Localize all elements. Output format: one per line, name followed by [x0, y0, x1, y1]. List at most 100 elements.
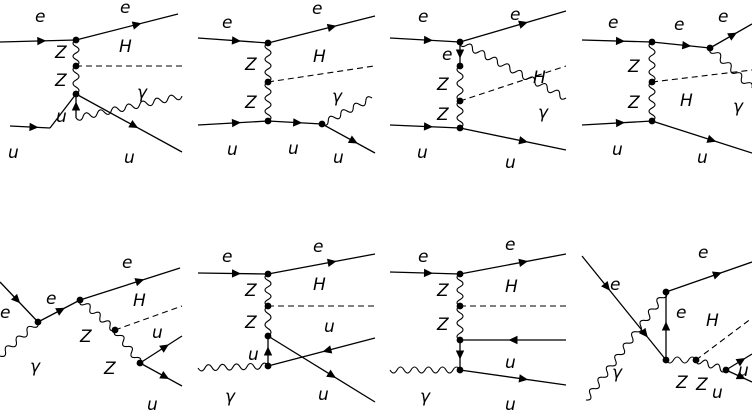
vertex-dot [72, 90, 80, 98]
e-outgoing-line-arrow [518, 20, 528, 29]
label-e: e [676, 303, 686, 323]
higgs-line [695, 317, 752, 361]
photon-line [389, 366, 461, 374]
e-incoming-line-arrow [231, 36, 241, 45]
e-incoming-line-arrow [37, 36, 47, 46]
label-u: u [612, 140, 623, 160]
z-propagator-upper [72, 39, 80, 67]
label-u: u [124, 148, 135, 168]
label-e: e [718, 7, 728, 27]
label-h: H [313, 47, 326, 67]
e-incoming-line-arrow [615, 36, 625, 46]
vertex-dot [456, 124, 464, 132]
label-z: Z [79, 327, 92, 347]
vertex-dot [722, 366, 730, 374]
z-propagator-upper [264, 273, 272, 307]
vertex-dot [456, 366, 464, 374]
label-e: e [46, 289, 56, 309]
vertex-dot [456, 336, 464, 344]
u-outgoing-line [459, 369, 567, 386]
label-e: e [120, 0, 130, 18]
label-e: e [510, 5, 520, 25]
u-outgoing-line-arrow [326, 369, 337, 378]
label-z: Z [244, 55, 257, 75]
vertex-dot [264, 39, 272, 47]
label-u: u [56, 107, 67, 127]
vertex-dot [264, 302, 272, 310]
e-propagator-line-arrow [681, 40, 692, 50]
vertex-dot [72, 62, 80, 70]
label-u: u [738, 361, 749, 381]
label-gamma: γ [612, 363, 623, 383]
e-incoming-line-arrow [601, 281, 611, 291]
label-e: e [312, 0, 322, 19]
label-u: u [505, 353, 516, 373]
e-internal-line-arrow [455, 49, 465, 59]
u-outgoing-line [139, 335, 183, 364]
u-outgoing-line [139, 362, 183, 387]
photon-line [585, 291, 668, 401]
label-u: u [505, 153, 516, 173]
label-e: e [442, 45, 452, 65]
label-gamma: γ [225, 387, 236, 407]
label-e: e [674, 15, 684, 35]
higgs-line [651, 69, 752, 83]
u-outgoing-line-arrow [735, 371, 746, 380]
photon-line [0, 321, 39, 358]
label-u: u [697, 148, 708, 168]
vertex-dot [264, 78, 272, 86]
z-propagator-upper [648, 41, 656, 83]
e-outgoing-line [459, 253, 567, 275]
e-incoming-line [581, 255, 667, 361]
u-propagator-line-arrow [292, 118, 303, 127]
label-e: e [610, 275, 620, 295]
higgs-line [459, 65, 567, 102]
label-u: u [505, 395, 516, 415]
photon-line [75, 94, 183, 121]
z-propagator-lower [456, 305, 464, 341]
e-incoming-line-arrow [423, 35, 433, 45]
photon-line [197, 362, 269, 372]
label-u: u [288, 139, 299, 159]
vertex-dot [456, 270, 464, 278]
u-outgoing-line-arrow [159, 370, 170, 379]
label-u: u [417, 143, 428, 163]
vertex-dot [648, 117, 656, 125]
u-outgoing-line-arrow [128, 120, 139, 129]
e-outgoing-line-arrow [711, 271, 722, 280]
label-h: H [680, 91, 693, 111]
photon-line [459, 41, 567, 100]
z-propagator-upper [456, 65, 464, 102]
z-propagator-lower [456, 100, 464, 129]
u-outgoing-line [267, 335, 376, 403]
label-e: e [222, 247, 232, 267]
label-u: u [227, 140, 238, 160]
u-outgoing-line-arrow [518, 136, 529, 145]
label-z: Z [675, 373, 688, 393]
label-u: u [712, 383, 723, 403]
e-incoming-line-arrow [10, 293, 21, 304]
label-u: u [318, 385, 329, 405]
label-z: Z [436, 75, 449, 95]
e-outgoing-line-arrow [727, 32, 738, 41]
vertex-dot [456, 38, 464, 46]
label-h: H [533, 68, 546, 88]
photon-line [709, 47, 752, 88]
vertex-dot [648, 38, 656, 46]
label-e: e [0, 303, 10, 323]
e-outgoing-line [75, 13, 179, 41]
u-link-line [49, 93, 77, 129]
label-z: Z [436, 315, 449, 335]
label-z: Z [54, 43, 67, 63]
z-propagator-lower [695, 359, 727, 373]
e-outgoing-line-arrow [134, 278, 145, 287]
z-propagator-upper [665, 356, 697, 364]
label-z: Z [436, 281, 449, 301]
label-z: Z [627, 93, 640, 113]
